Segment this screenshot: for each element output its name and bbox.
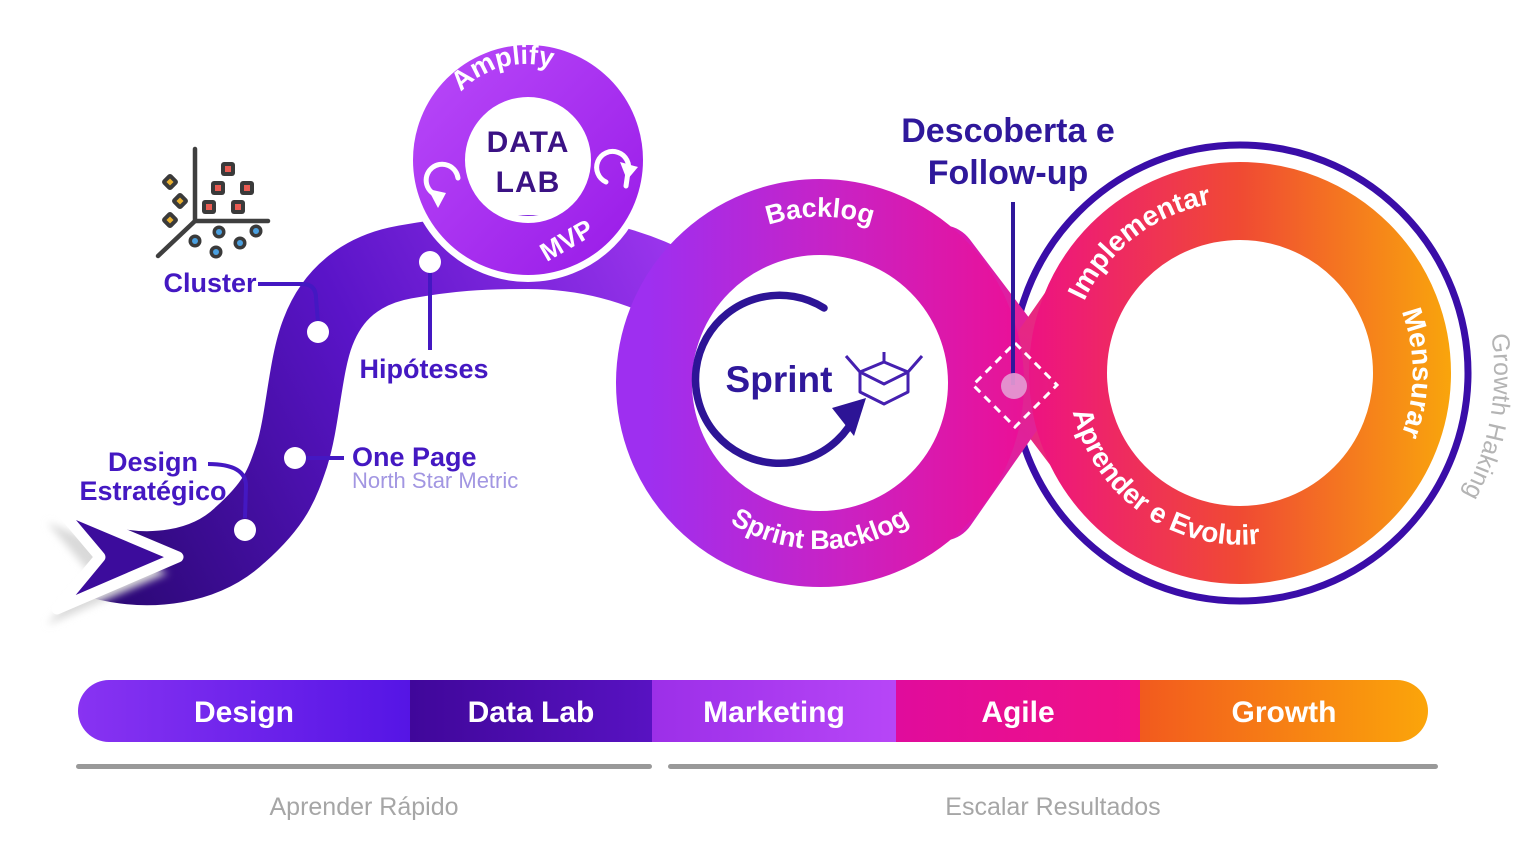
one-page-dot — [284, 447, 306, 469]
open-box-icon — [844, 352, 924, 406]
phase-label-agile: Agile — [981, 696, 1054, 729]
design-estrategico-dot — [234, 519, 256, 541]
design-estrategico-label-line2: Estratégico — [79, 476, 226, 506]
hipoteses-label: Hipóteses — [359, 354, 488, 384]
phase-group-rules: Aprender Rápido Escalar Resultados — [76, 764, 1438, 821]
phase-bar — [78, 680, 1428, 742]
data-lab-ring — [413, 45, 643, 275]
curved-arrow-down-icon — [423, 161, 461, 208]
phase-segment-growth — [1140, 680, 1428, 742]
cluster-connector — [258, 282, 320, 323]
right-phase-rule — [668, 764, 1438, 769]
scatter-red-squares — [202, 162, 254, 214]
phase-label-design: Design — [194, 696, 294, 729]
scatter-yellow-diamonds — [162, 174, 188, 228]
scatter-3d-axes-icon — [155, 146, 271, 259]
hipoteses-dot — [419, 251, 441, 273]
sprint-loop: Backlog Sprint Backlog — [616, 179, 1024, 587]
curved-arrow-up-icon — [594, 148, 638, 189]
data-lab-center-line1: DATA — [487, 126, 570, 159]
design-journey-path — [90, 214, 721, 606]
scatter-blue-circles — [188, 224, 263, 259]
sprint-cycle-arrow — [691, 291, 860, 467]
left-phase-rule — [76, 764, 652, 769]
growth-loop: Implementar Mensurar Aprender e Evoluir … — [1029, 162, 1516, 584]
phase-segment-data-lab — [410, 680, 652, 742]
phase-label-marketing: Marketing — [703, 696, 845, 729]
discovery-marker: Descoberta e Follow-up — [901, 112, 1115, 430]
design-estrategico-label-line1: Design — [108, 447, 198, 477]
cluster-label: Cluster — [163, 268, 257, 298]
journey-ribbon — [90, 214, 721, 606]
forward-arrow-icon — [47, 500, 184, 625]
north-star-label: North Star Metric — [352, 468, 518, 493]
phase-segment-design — [78, 680, 410, 742]
discovery-title-line1: Descoberta e — [901, 112, 1115, 150]
phase-bar-labels: Design Data Lab Marketing Agile Growth — [194, 696, 1337, 729]
phase-label-data-lab: Data Lab — [468, 696, 595, 729]
phase-segment-agile — [896, 680, 1140, 742]
sprint-label: Sprint — [726, 359, 833, 400]
one-page-label: One Page — [352, 442, 477, 472]
data-lab-center-line2: LAB — [496, 166, 561, 199]
phase-segment-marketing — [652, 680, 896, 742]
phase-label-growth: Growth — [1232, 696, 1337, 729]
discovery-title-line2: Follow-up — [928, 154, 1089, 192]
right-phase-caption: Escalar Resultados — [945, 793, 1160, 821]
sprint-cycle: Sprint — [691, 291, 924, 467]
crossing-dot — [1001, 373, 1027, 399]
arrow-shape — [51, 500, 184, 615]
milestones: Cluster Hipóteses One Page North Star Me… — [79, 251, 518, 541]
data-lab-circle: Amplify MVP DATA LAB — [406, 38, 650, 282]
sprint-cycle-arrowhead — [832, 398, 866, 436]
cluster-dot — [307, 321, 329, 343]
design-estrategico-connector — [207, 462, 249, 519]
left-phase-caption: Aprender Rápido — [269, 793, 458, 821]
